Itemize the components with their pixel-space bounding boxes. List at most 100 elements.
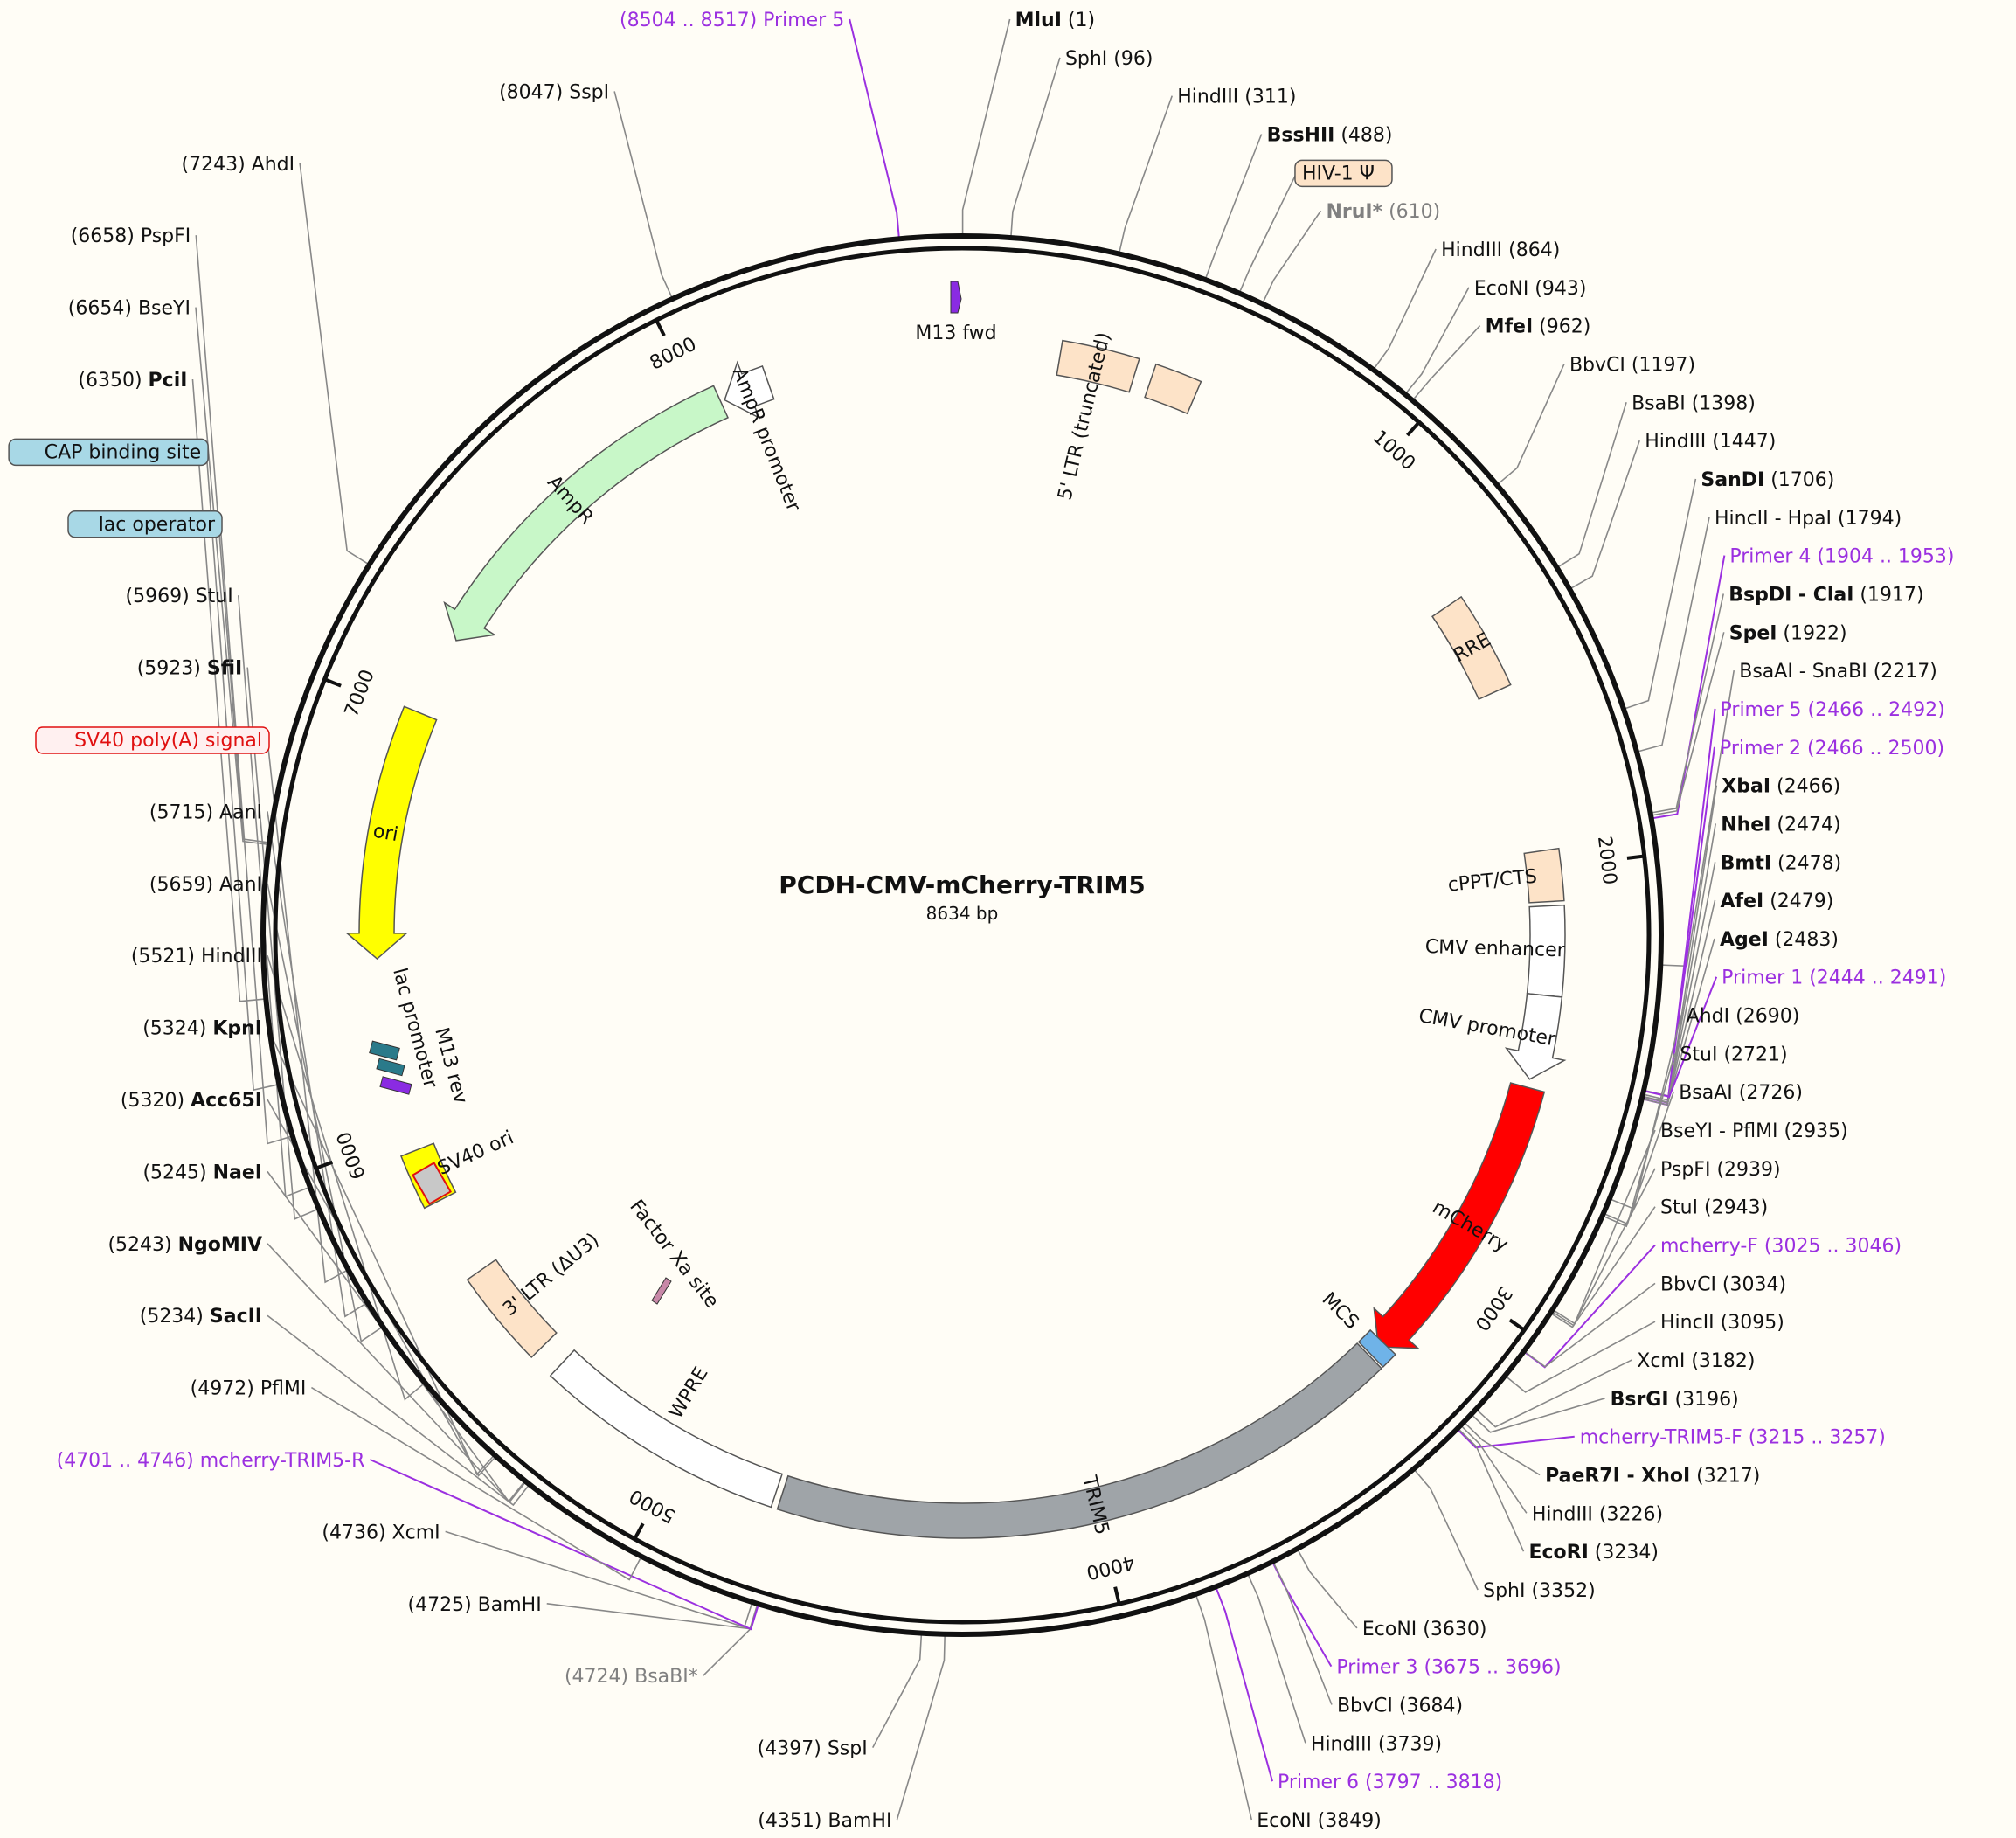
tick-8000 [655, 319, 666, 336]
site-name: Primer 6 [1278, 1772, 1359, 1793]
site-position: (3352) [1526, 1580, 1596, 1602]
site-position: (311) [1238, 87, 1296, 108]
leader-sphi [1413, 1468, 1479, 1591]
site-position: (4736) [322, 1522, 391, 1543]
leader-hindiii [1459, 1425, 1528, 1514]
site-position: (3217) [1690, 1466, 1760, 1488]
leader-sfii [246, 667, 320, 1220]
site-name: BbvCI [1660, 1273, 1716, 1295]
leader-econi [1404, 287, 1470, 395]
site-box-cap-binding-site [8, 438, 209, 467]
tick-label-6000: 6000 [333, 1128, 371, 1182]
site-position: (3034) [1716, 1273, 1786, 1295]
site-position: (5923) [137, 658, 207, 680]
site-aani: (5715) AanI [149, 801, 262, 823]
leader-hincii [1504, 1321, 1656, 1393]
site-name: SpeI [1729, 622, 1777, 644]
site-name: BbvCI [1337, 1696, 1393, 1717]
site-name: Acc65I [191, 1090, 262, 1112]
site-primer-6: Primer 6 (3797 .. 3818) [1278, 1772, 1502, 1793]
site-ngomiv: (5243) NgoMIV [107, 1234, 262, 1256]
leader-bsshii [1204, 134, 1263, 281]
site-ahdi: AhdI (2690) [1687, 1006, 1800, 1028]
leader-primer-4 [1651, 555, 1726, 820]
site-position: (1917) [1853, 584, 1923, 606]
site-position: (2479) [1763, 891, 1833, 912]
site-name: PflMI [260, 1378, 307, 1400]
m13-fwd-label: M13 fwd [915, 323, 996, 344]
site-stui: StuI (2943) [1660, 1197, 1768, 1219]
site-hindiii: HindIII (3226) [1532, 1503, 1663, 1525]
site-xcmi: (4736) XcmI [322, 1522, 440, 1543]
feature-label-cmv-enhancer: CMV enhancer [1425, 936, 1566, 961]
site-bamhi: (4351) BamHI [758, 1810, 891, 1832]
leader-primer-6 [1215, 1586, 1273, 1782]
site-position: (1197) [1625, 354, 1695, 376]
leader-hindiii [1372, 248, 1437, 371]
site-name: MluI [1015, 10, 1062, 31]
site-nrui: NruI* (610) [1326, 201, 1440, 223]
site-bmti: BmtI (2478) [1721, 852, 1842, 874]
site-position: (3182) [1685, 1350, 1755, 1372]
leader-ngomiv [267, 1243, 527, 1503]
site-name: BamHI [828, 1810, 891, 1832]
leader-primer-1 [1643, 976, 1718, 1098]
site-pcii: (6350) PciI [78, 370, 187, 392]
site-name: AhdI [1687, 1006, 1729, 1028]
site-position: (1398) [1686, 392, 1756, 414]
site-position: (1706) [1764, 469, 1834, 491]
leader-mcherry-f [1523, 1244, 1656, 1369]
tick-7000 [323, 677, 342, 688]
feature-3-ltr-u3 [466, 1259, 558, 1359]
site-position: (3684) [1393, 1696, 1463, 1717]
site-name: lac operator [99, 514, 216, 536]
site-position: (2935) [1778, 1120, 1848, 1142]
site-spei: SpeI (1922) [1729, 622, 1847, 644]
site-position: (5245) [142, 1162, 212, 1183]
site-bsshii: BssHII (488) [1267, 124, 1393, 146]
leader-bamhi [546, 1603, 759, 1630]
site-kpni: (5324) KpnI [142, 1018, 262, 1040]
site-name: CAP binding site [45, 441, 201, 463]
site-sandi: SanDI (1706) [1701, 469, 1834, 491]
site-nhei: NheI (2474) [1721, 814, 1840, 836]
site-position: (3675 .. 3696) [1417, 1657, 1561, 1679]
site-name: StuI [1660, 1197, 1698, 1219]
site-position: (4972) [191, 1378, 260, 1400]
leader-ecori [1457, 1427, 1525, 1552]
site-lac-operator: lac operator [99, 514, 216, 536]
site-name: Primer 3 [1336, 1657, 1417, 1679]
site-name: HindIII [1645, 431, 1706, 453]
feature-label-ori: ori [371, 821, 400, 847]
site-name: NruI* [1326, 201, 1382, 223]
site-mcherry-trim5-r: (4701 .. 4746) mcherry-TRIM5-R [57, 1450, 365, 1472]
site-paer7i-xhoi: PaeR7I - XhoI (3217) [1545, 1466, 1760, 1488]
tick-label-1000: 1000 [1368, 427, 1419, 475]
site-mcherry-trim5-f: mcherry-TRIM5-F (3215 .. 3257) [1580, 1427, 1886, 1449]
site-name: PaeR7I - XhoI [1545, 1466, 1690, 1488]
site-position: (4397) [758, 1738, 828, 1760]
tick-label-8000: 8000 [647, 333, 700, 374]
site-name: HindIII [201, 946, 262, 968]
site-position: (2726) [1733, 1082, 1803, 1104]
site-name: BseYI [138, 298, 191, 320]
site-hindiii: HindIII (864) [1441, 239, 1560, 261]
site-hindiii: HindIII (311) [1177, 87, 1296, 108]
site-position: (2466 .. 2500) [1801, 738, 1944, 759]
site-name: Primer 1 [1722, 968, 1803, 989]
tick-label-5000: 5000 [626, 1484, 679, 1527]
site-bbvci: BbvCI (3684) [1337, 1696, 1463, 1717]
site-name: AhdI [252, 154, 294, 176]
tick-label-7000: 7000 [341, 667, 379, 720]
site-sacii: (5234) SacII [140, 1306, 262, 1328]
site-xcmi: XcmI (3182) [1637, 1350, 1755, 1372]
tick-3000 [1508, 1318, 1526, 1332]
site-position: (1904 .. 1953) [1811, 546, 1954, 568]
site-name: Primer 2 [1720, 738, 1801, 759]
site-name: HIV-1 Ψ [1302, 163, 1375, 184]
tick-5000 [633, 1522, 645, 1540]
tick-label-4000: 4000 [1084, 1550, 1137, 1583]
leader-sacii [267, 1314, 530, 1507]
feature-label-mcs: MCS [1318, 1288, 1363, 1334]
